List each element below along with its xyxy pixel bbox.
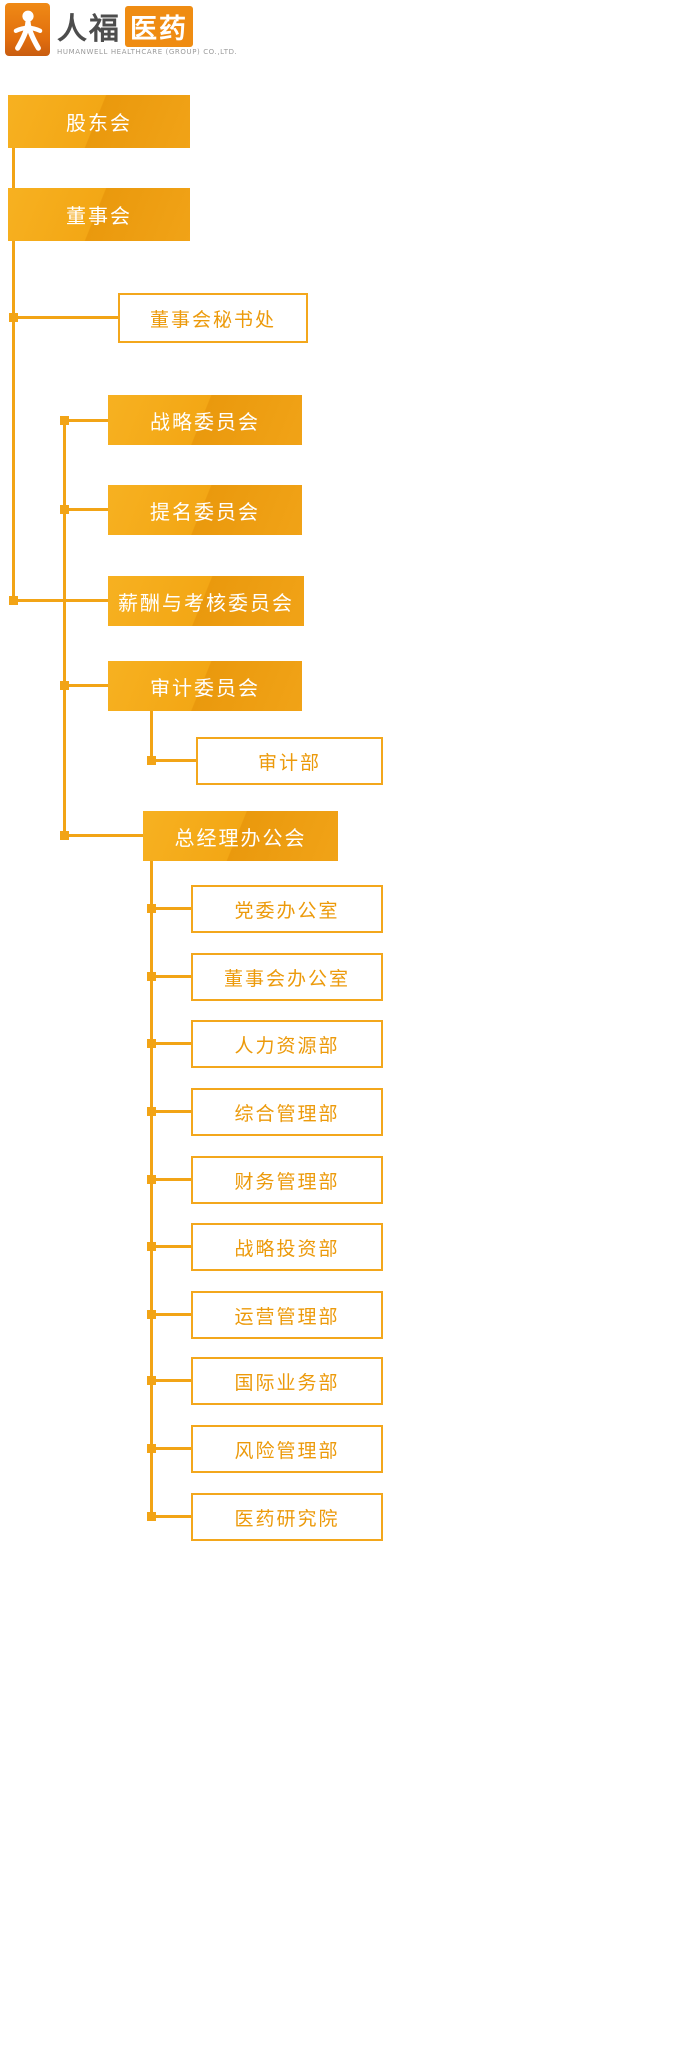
company-subtitle: HUMANWELL HEALTHCARE (GROUP) CO.,LTD. [57, 48, 238, 56]
org-node-international-business-department: 国际业务部 [191, 1357, 383, 1405]
connector-line-dept [150, 1447, 191, 1450]
connector-line-shareholders-board [12, 148, 15, 188]
connector-line-audit [63, 684, 108, 687]
connector-line-committee-spine [63, 419, 66, 836]
org-node-nomination-committee: 提名委员会 [108, 485, 302, 535]
connector-line-dept [150, 1042, 191, 1045]
connector-joint [147, 1242, 156, 1251]
connector-line-secretariat [12, 316, 118, 319]
connector-line-dept [150, 1178, 191, 1181]
connector-joint [147, 1175, 156, 1184]
org-node-operations-department: 运营管理部 [191, 1291, 383, 1339]
connector-joint [9, 596, 18, 605]
connector-joint [147, 1444, 156, 1453]
connector-joint [147, 1376, 156, 1385]
org-node-strategy-committee: 战略委员会 [108, 395, 302, 445]
connector-joint [60, 505, 69, 514]
person-icon [13, 10, 42, 51]
connector-line-nomination [63, 508, 108, 511]
connector-joint [147, 1512, 156, 1521]
connector-joint [147, 904, 156, 913]
company-name-highlight: 医药 [125, 5, 193, 47]
org-node-gm-office-meeting: 总经理办公会 [143, 811, 338, 861]
company-name: 人福 医药 [57, 5, 237, 47]
connector-joint [147, 1107, 156, 1116]
logo-mark [5, 3, 50, 56]
connector-line-dept-spine [150, 861, 153, 1517]
connector-joint [60, 416, 69, 425]
connector-joint [147, 1310, 156, 1319]
org-node-strategic-investment-department: 战略投资部 [191, 1223, 383, 1271]
org-node-party-committee-office: 党委办公室 [191, 885, 383, 933]
connector-line-dept [150, 907, 191, 910]
org-node-hr-department: 人力资源部 [191, 1020, 383, 1068]
connector-line-dept [150, 1245, 191, 1248]
org-node-board-of-directors: 董事会 [8, 188, 190, 241]
connector-line-audit-dept-drop [150, 711, 153, 761]
connector-line-board-trunk [12, 241, 15, 601]
company-name-primary: 人福 [57, 12, 121, 47]
connector-line-dept [150, 975, 191, 978]
org-node-risk-management-department: 风险管理部 [191, 1425, 383, 1473]
connector-joint [60, 831, 69, 840]
org-node-audit-committee: 审计委员会 [108, 661, 302, 711]
connector-line-remuneration [12, 599, 108, 602]
connector-line-dept [150, 1110, 191, 1113]
connector-line-dept [150, 1379, 191, 1382]
org-node-board-office: 董事会办公室 [191, 953, 383, 1001]
connector-joint [9, 313, 18, 322]
org-node-pharma-research-institute: 医药研究院 [191, 1493, 383, 1541]
connector-line-gm-office [63, 834, 143, 837]
org-node-finance-department: 财务管理部 [191, 1156, 383, 1204]
connector-line-strategy [63, 419, 108, 422]
connector-line-audit-dept [150, 759, 196, 762]
connector-line-dept [150, 1515, 191, 1518]
connector-line-dept [150, 1313, 191, 1316]
org-node-audit-department: 审计部 [196, 737, 383, 785]
connector-joint [60, 681, 69, 690]
org-node-general-admin-department: 综合管理部 [191, 1088, 383, 1136]
connector-joint [147, 756, 156, 765]
org-node-remuneration-committee: 薪酬与考核委员会 [108, 576, 304, 626]
connector-joint [147, 1039, 156, 1048]
logo-text: 人福 医药 HUMANWELL HEALTHCARE (GROUP) CO.,L… [57, 3, 237, 56]
org-node-shareholders-meeting: 股东会 [8, 95, 190, 148]
connector-joint [147, 972, 156, 981]
company-logo: 人福 医药 HUMANWELL HEALTHCARE (GROUP) CO.,L… [5, 3, 237, 56]
org-node-board-secretariat: 董事会秘书处 [118, 293, 308, 343]
